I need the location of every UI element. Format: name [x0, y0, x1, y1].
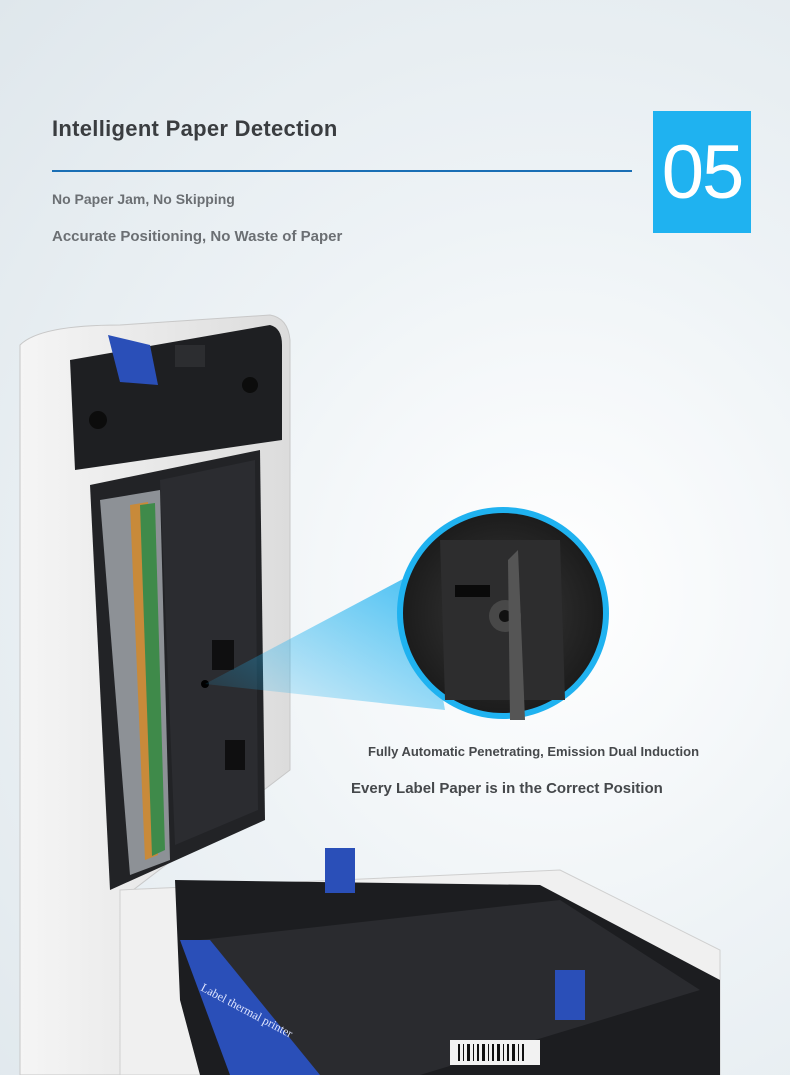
section-number-badge: 05 — [653, 111, 751, 233]
subtitle-accurate-positioning: Accurate Positioning, No Waste of Paper — [52, 228, 343, 245]
caption-correct-position: Every Label Paper is in the Correct Posi… — [351, 780, 663, 797]
sensor-zoom-circle — [397, 507, 609, 720]
caption-dual-induction: Fully Automatic Penetrating, Emission Du… — [368, 744, 700, 759]
subtitle-no-jam: No Paper Jam, No Skipping — [52, 191, 235, 207]
printer-illustration: Label thermal printer — [19, 314, 721, 1075]
sensor-beam — [205, 570, 445, 710]
paper-tray: Label thermal printer — [175, 848, 720, 1075]
page-title: Intelligent Paper Detection — [52, 116, 338, 141]
title-divider — [52, 170, 632, 172]
lid-latch-blue — [108, 335, 158, 385]
